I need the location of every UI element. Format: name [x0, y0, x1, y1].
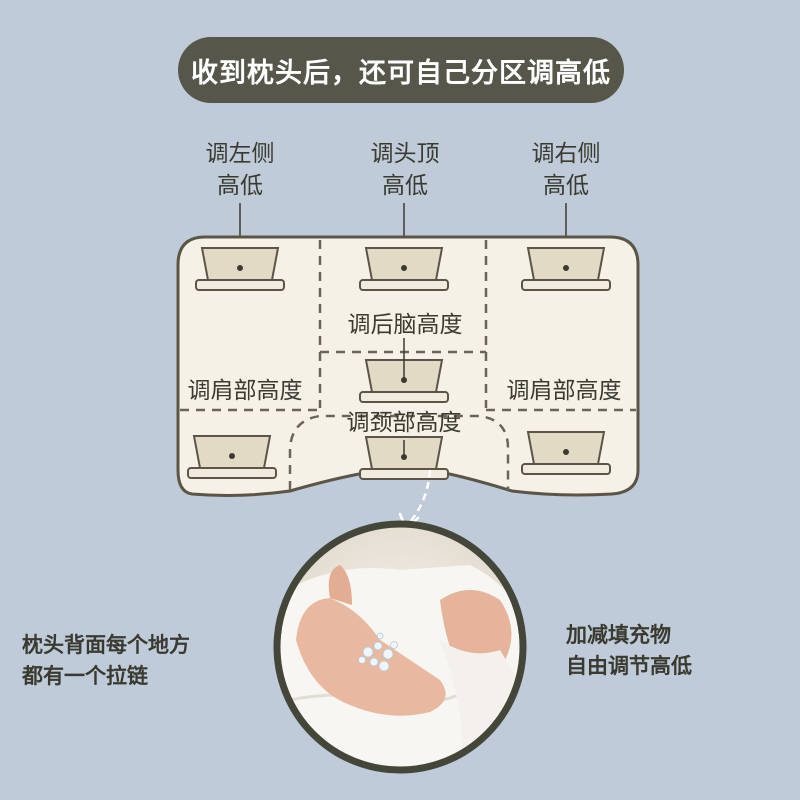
note-zipper: 枕头背面每个地方 都有一个拉链 — [22, 630, 190, 692]
title-pill: 收到枕头后，还可自己分区调高低 — [178, 37, 624, 103]
label-left-line2: 高低 — [217, 173, 263, 199]
label-left-shoulder-height: 调肩部高度 — [187, 378, 303, 404]
page-title: 收到枕头后，还可自己分区调高低 — [191, 57, 611, 89]
pocket-group — [187, 247, 611, 480]
label-right-height: 调右侧 高低 — [516, 138, 616, 202]
label-back-head-height: 调后脑高度 — [347, 312, 463, 338]
label-left-line1: 调左侧 — [205, 141, 275, 167]
pocket-left-icon — [195, 247, 285, 291]
note-filling-line1: 加减填充物 — [566, 623, 671, 647]
zipper-photo-frame — [273, 520, 527, 774]
label-crown-line2: 高低 — [382, 173, 428, 199]
label-neck-height: 调颈部高度 — [346, 410, 462, 436]
zone-dividers — [180, 240, 636, 490]
label-crown-line1: 调头顶 — [370, 141, 440, 167]
label-right-line1: 调右侧 — [531, 141, 601, 167]
pocket-left-shoulder-icon — [187, 435, 277, 479]
note-zipper-line2: 都有一个拉链 — [22, 664, 148, 688]
label-crown-height: 调头顶 高低 — [355, 138, 455, 202]
pocket-crown-icon — [359, 247, 449, 291]
label-right-shoulder-height: 调肩部高度 — [506, 378, 622, 404]
pocket-right-shoulder-icon — [521, 431, 611, 475]
label-left-height: 调左侧 高低 — [190, 138, 290, 202]
label-right-line2: 高低 — [543, 173, 589, 199]
zipper-photo — [277, 524, 523, 770]
zipper-arrow-line — [409, 469, 432, 523]
note-zipper-line1: 枕头背面每个地方 — [22, 633, 190, 657]
note-filling: 加减填充物 自由调节高低 — [566, 620, 692, 682]
note-filling-line2: 自由调节高低 — [566, 654, 692, 678]
pocket-right-icon — [521, 247, 611, 291]
